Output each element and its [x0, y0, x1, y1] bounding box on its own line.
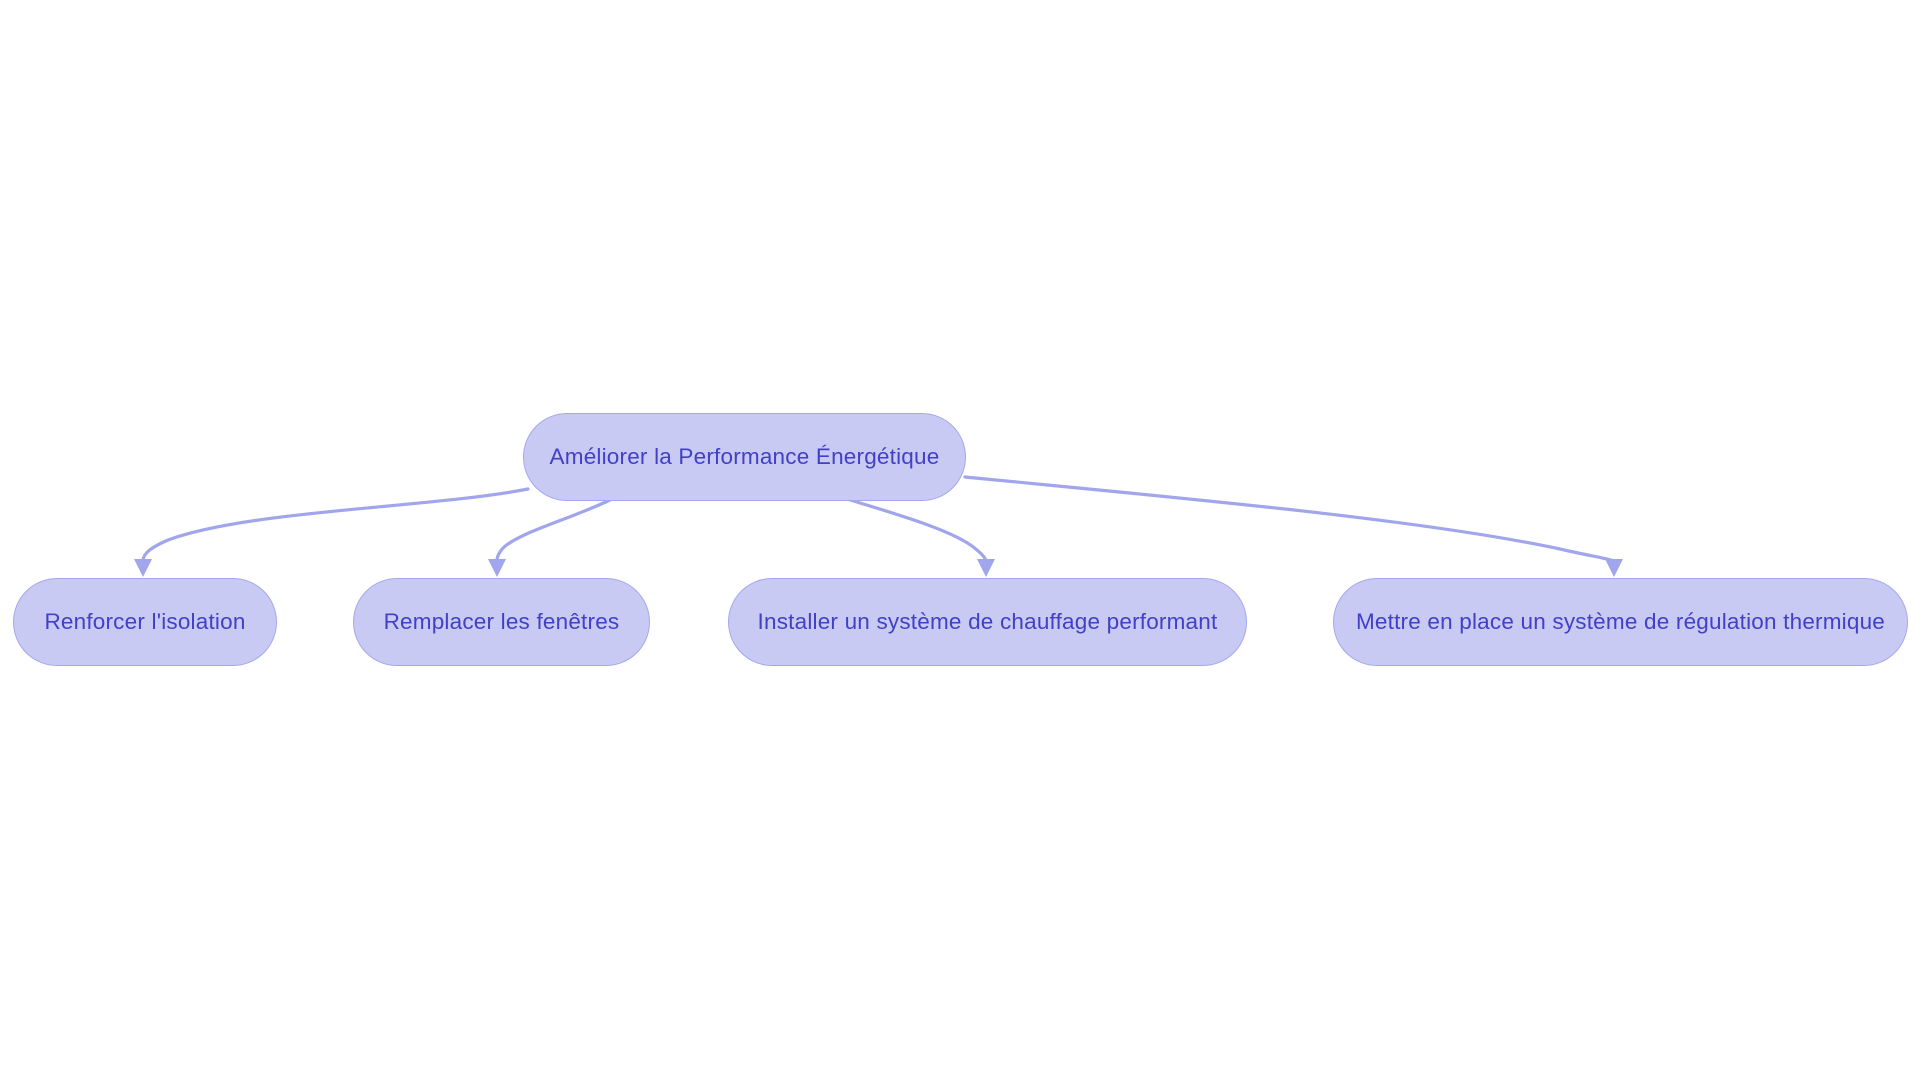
child-node-regulation: Mettre en place un système de régulation…: [1333, 578, 1908, 666]
edge-root-to-child-2: [495, 498, 612, 563]
arrowhead-child-3: [977, 559, 995, 577]
root-node: Améliorer la Performance Énergétique: [523, 413, 966, 501]
edge-root-to-child-4: [963, 475, 1616, 563]
root-node-label: Améliorer la Performance Énergétique: [549, 444, 940, 469]
arrowhead-child-2: [488, 559, 506, 577]
child-node-label: Remplacer les fenêtres: [383, 609, 620, 634]
child-node-fenetres: Remplacer les fenêtres: [353, 578, 650, 666]
child-node-label: Installer un système de chauffage perfor…: [757, 609, 1218, 634]
edge-root-to-child-3: [845, 497, 988, 563]
arrowhead-child-1: [134, 559, 152, 577]
arrowhead-child-4: [1605, 559, 1623, 577]
child-node-label: Renforcer l'isolation: [44, 609, 246, 634]
child-node-chauffage: Installer un système de chauffage perfor…: [728, 578, 1247, 666]
child-node-isolation: Renforcer l'isolation: [13, 578, 277, 666]
edge-root-to-child-1: [141, 487, 530, 563]
child-node-label: Mettre en place un système de régulation…: [1355, 609, 1886, 634]
